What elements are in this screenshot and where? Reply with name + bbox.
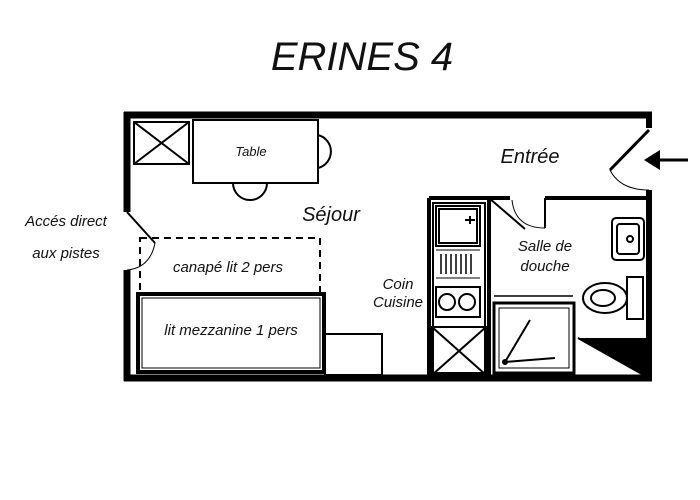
dining-table (192, 119, 332, 201)
stove-icon (435, 286, 481, 318)
interior-walls (427, 196, 649, 378)
toilet-icon (582, 276, 644, 320)
sofa-bed-label: canapé lit 2 pers (173, 259, 284, 276)
cuisine-label: Cuisine (373, 294, 423, 311)
douche-label: douche (520, 258, 569, 275)
kitchen-unit (432, 202, 486, 374)
shower-icon (492, 295, 576, 375)
entrance-door (608, 128, 651, 191)
salle-label: Salle de (518, 238, 572, 255)
outer-walls (123, 111, 652, 382)
entree-label: Entrée (501, 146, 560, 168)
access-label-line2: aux pistes (32, 245, 100, 262)
access-label-line1: Accés direct (24, 213, 108, 230)
coin-label: Coin (383, 276, 414, 293)
plan-title: ERINES 4 (271, 35, 453, 79)
mezzanine-bed-label: lit mezzanine 1 pers (164, 322, 298, 339)
sejour-label: Séjour (302, 204, 361, 226)
table-label: Table (235, 144, 266, 159)
kitchen-cupboard-icon (431, 326, 487, 376)
side-cabinet (324, 333, 383, 376)
arrow-left-icon (644, 150, 688, 170)
bathroom-door (511, 198, 546, 229)
piste-door (126, 211, 156, 271)
cupboard-icon (133, 121, 190, 165)
sink-icon (611, 217, 645, 261)
